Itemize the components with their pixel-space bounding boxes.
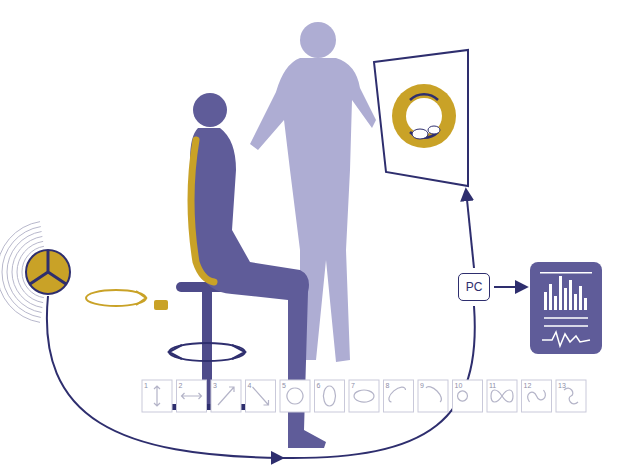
therapist-figure [250, 22, 376, 362]
icon-number: 7 [351, 382, 355, 390]
chart-bar [559, 276, 562, 310]
chart-bar [544, 292, 547, 310]
feedback-loop [47, 296, 282, 458]
icon-number: 5 [282, 382, 286, 390]
chart-bar [584, 298, 587, 310]
pattern-icon [280, 380, 310, 412]
pattern-icon [556, 380, 586, 412]
icon-number: 10 [455, 382, 463, 390]
pattern-icon [315, 380, 345, 412]
pattern-icon [522, 380, 552, 412]
icon-number: 3 [213, 382, 217, 390]
icon-number: 9 [420, 382, 424, 390]
loop-arrow [466, 190, 474, 268]
icon-number: 11 [489, 382, 496, 390]
chart-bar [549, 284, 552, 310]
pattern-icon [384, 380, 414, 412]
chart-bar [579, 286, 582, 310]
chart-panel [530, 262, 602, 354]
pattern-icon [418, 380, 448, 412]
pattern-icon [246, 380, 276, 412]
chart-bar [564, 288, 567, 310]
pattern-icon [453, 380, 483, 412]
chart-bar [569, 280, 572, 310]
icon-number: 8 [386, 382, 390, 390]
icon-number: 12 [524, 382, 532, 390]
node-text: PC [466, 280, 483, 294]
pattern-icon [349, 380, 379, 412]
pc-box: PC [458, 273, 491, 301]
sensor-rotation [86, 290, 146, 306]
chart-line [540, 272, 592, 274]
rotation-arrow [232, 345, 245, 359]
pattern-icon [177, 380, 207, 412]
icon-number: 13 [558, 382, 566, 390]
chart-bar [554, 296, 557, 310]
chart-bar [574, 294, 577, 310]
pattern-icon [142, 380, 172, 412]
monitor [374, 50, 468, 186]
rotation-arrow [169, 345, 182, 359]
icon-number: 4 [248, 382, 252, 390]
pattern-icons [142, 380, 586, 412]
spine-highlight [191, 140, 214, 282]
icon-number: 2 [179, 382, 183, 390]
pattern-icon [487, 380, 517, 412]
rotation-arrow [169, 343, 245, 361]
sensor [26, 250, 70, 294]
sensor-rotation [136, 291, 146, 305]
pattern-icon [211, 380, 241, 412]
icon-number: 1 [144, 382, 148, 390]
seated-person [190, 93, 326, 448]
icon-number: 6 [317, 382, 321, 390]
pc-arrow [494, 286, 526, 288]
